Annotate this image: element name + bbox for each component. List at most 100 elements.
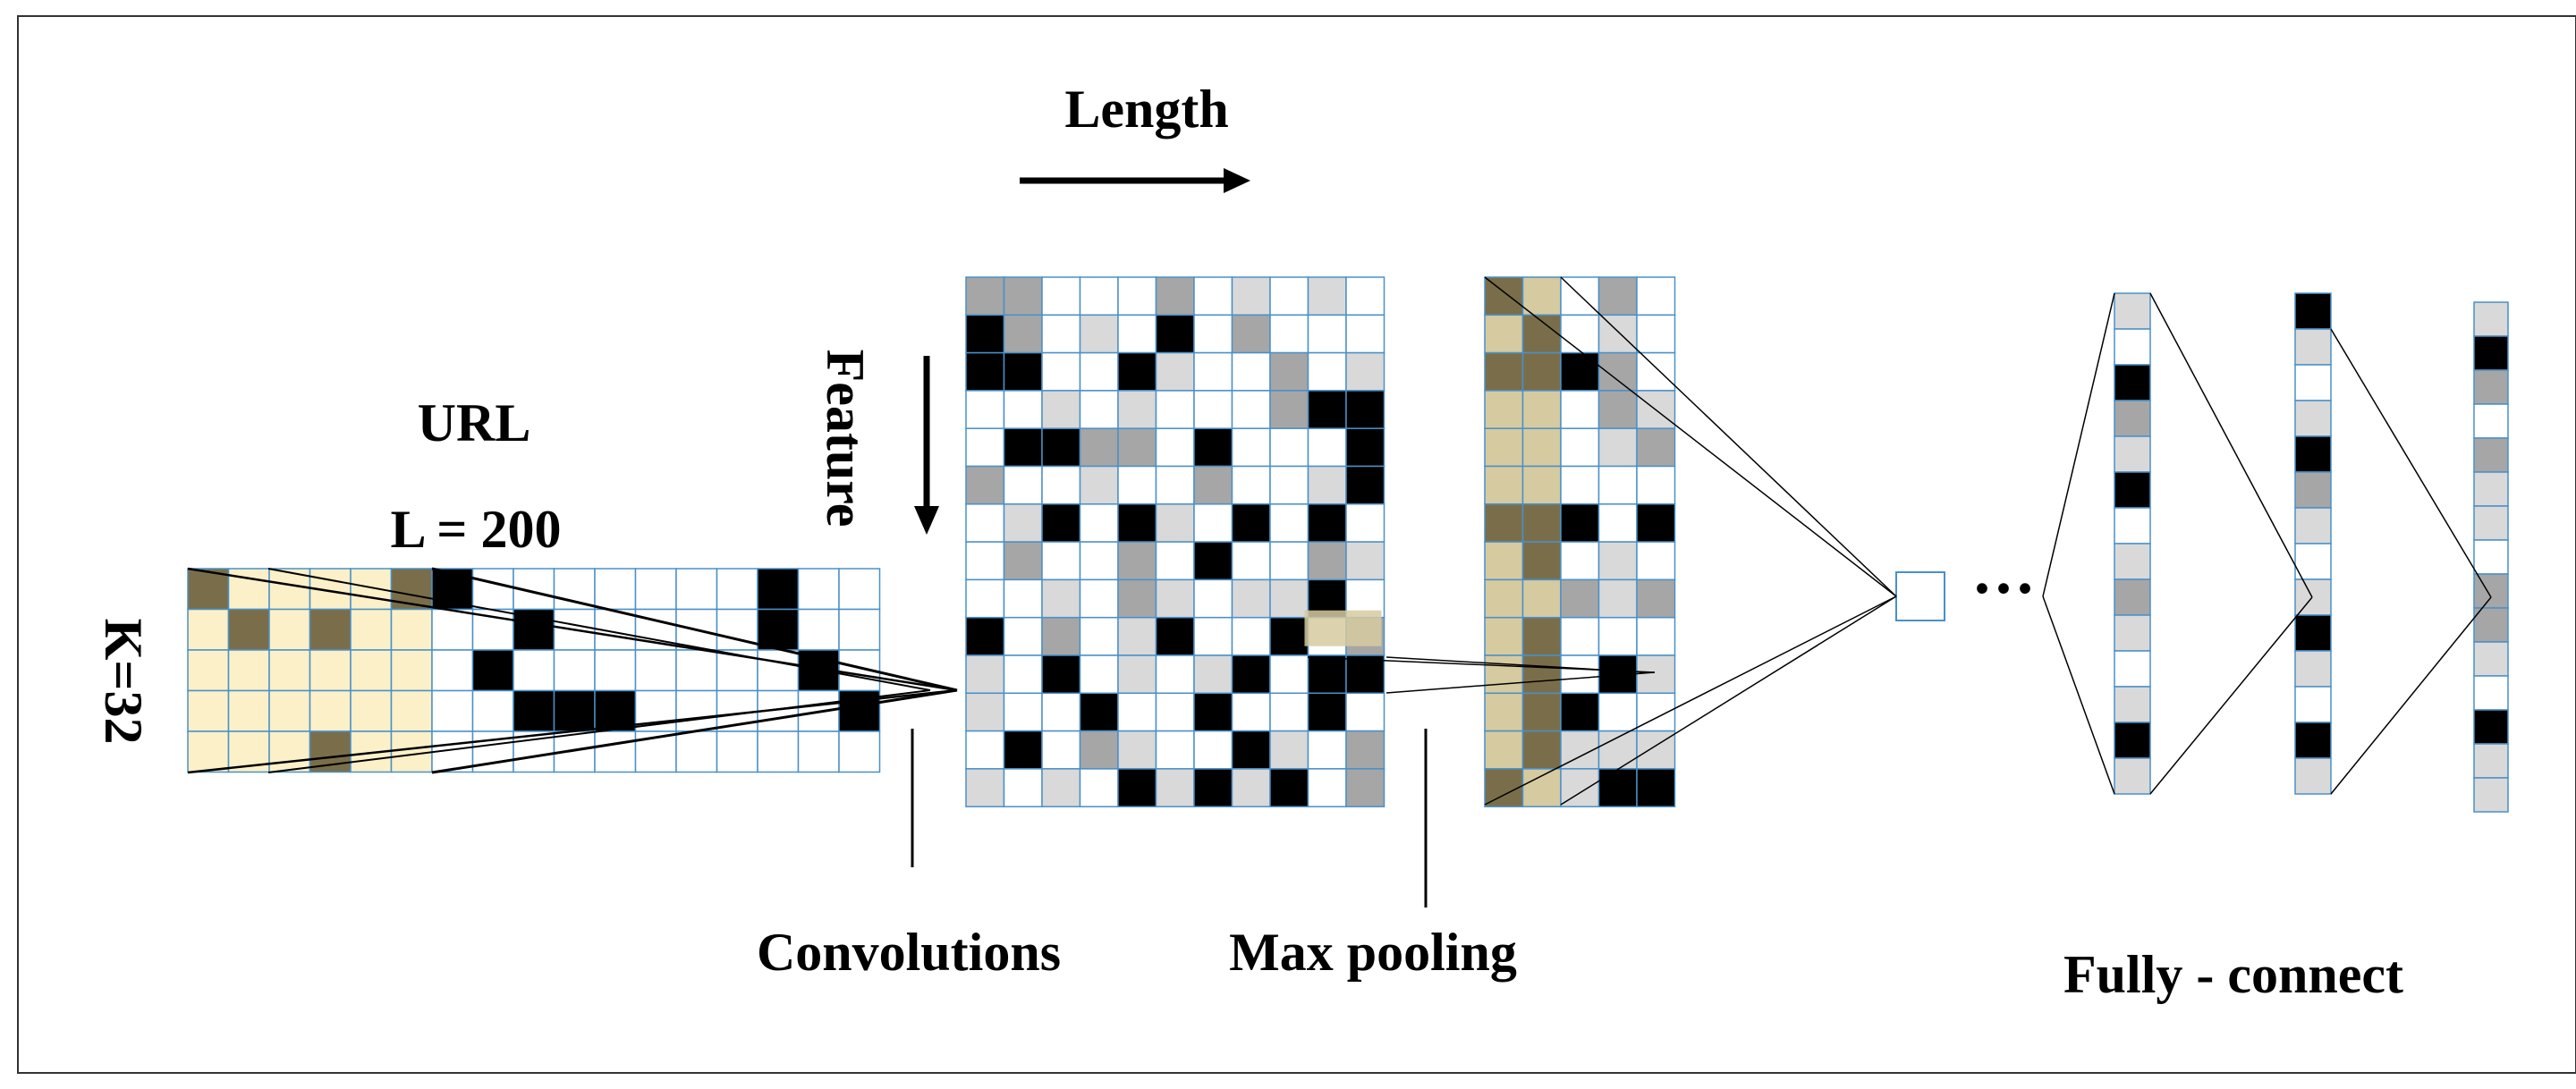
feature-map-cell xyxy=(1117,465,1157,505)
feature-map-cell xyxy=(1117,730,1157,770)
feature-map-cell xyxy=(1231,276,1271,317)
input-matrix-cell xyxy=(227,649,270,692)
pooled-map-cell xyxy=(1521,541,1562,581)
pooled-map-cell xyxy=(1636,730,1676,770)
pooled-map-cell xyxy=(1521,692,1562,732)
fc-cell xyxy=(2114,471,2151,509)
feature-map-cell xyxy=(1307,276,1347,317)
pooled-map-cell xyxy=(1636,276,1676,317)
feature-map-cell xyxy=(1193,692,1233,732)
pooled-map-cell xyxy=(1521,276,1562,317)
fc-cell xyxy=(2294,578,2332,616)
connection-lines xyxy=(187,276,2492,806)
connection-line xyxy=(431,688,958,774)
pooled-map-cell xyxy=(1521,465,1562,505)
feature-map-cell xyxy=(1041,465,1081,505)
fc-cell xyxy=(2114,686,2151,723)
fc-cell xyxy=(2294,364,2332,401)
input-matrix-cell xyxy=(553,568,596,611)
fc-cell xyxy=(2473,641,2509,677)
feature-map-cell xyxy=(1117,692,1157,732)
feature-map-cell xyxy=(1345,730,1385,770)
input-matrix-cell xyxy=(227,608,270,651)
feature-map-cell xyxy=(1193,578,1233,619)
input-matrix-cell xyxy=(675,649,718,692)
pooled-map-cell xyxy=(1484,692,1524,732)
feature-map-cell xyxy=(1307,541,1347,581)
pooled-map-cell xyxy=(1597,390,1638,429)
pooled-map-cell xyxy=(1521,351,1562,392)
k-label: K=32 xyxy=(94,619,153,745)
pooled-map-cell xyxy=(1636,314,1676,354)
feature-map-cell xyxy=(1079,390,1119,429)
feature-map-cell xyxy=(1079,692,1119,732)
input-matrix-cell xyxy=(757,730,800,773)
feature-label: Feature xyxy=(816,350,875,528)
feature-map-cell xyxy=(1231,541,1271,581)
feature-map-cell xyxy=(1041,390,1081,429)
pooled-map-cell xyxy=(1597,692,1638,732)
feature-map-cell xyxy=(1117,616,1157,656)
feature-map-cell xyxy=(1155,768,1195,807)
feature-map-cell xyxy=(1117,541,1157,581)
pooled-map-cell xyxy=(1636,578,1676,619)
feature-map-cell xyxy=(965,654,1005,695)
pooled-map-cell xyxy=(1521,578,1562,619)
feature-map-cell xyxy=(1193,390,1233,429)
input-matrix-cell xyxy=(594,649,637,692)
input-matrix-cell xyxy=(513,689,555,732)
fc-cell xyxy=(2294,722,2332,759)
pooled-map-cell xyxy=(1636,616,1676,656)
pooled-map-cell xyxy=(1597,314,1638,354)
input-matrix-cell xyxy=(268,649,311,692)
feature-map-cell xyxy=(965,390,1005,429)
pooled-map-cell xyxy=(1484,314,1524,354)
input-matrix-cell xyxy=(553,649,596,692)
feature-map-cell xyxy=(1231,427,1271,468)
pooled-map-cell xyxy=(1636,427,1676,468)
fc-cell xyxy=(2473,403,2509,439)
feature-map-cell xyxy=(1269,654,1309,695)
feature-map-cell xyxy=(1345,276,1385,317)
feature-map-cell xyxy=(1307,351,1347,392)
input-matrix-cell xyxy=(350,568,393,611)
input-matrix-cell xyxy=(187,649,230,692)
feature-map-cell xyxy=(1193,314,1233,354)
pooled-map-cell xyxy=(1597,503,1638,543)
feature-map-cell xyxy=(1231,730,1271,770)
max-pooling-label: Max pooling xyxy=(1229,923,1517,982)
fc-cell xyxy=(2114,328,2151,366)
feature-map-cell xyxy=(1345,654,1385,695)
feature-map-cell xyxy=(1193,541,1233,581)
feature-map-cell xyxy=(1231,578,1271,619)
input-matrix-cell xyxy=(634,649,677,692)
feature-map-cell xyxy=(1041,692,1081,732)
pooled-map-cell xyxy=(1597,465,1638,505)
input-matrix-cell xyxy=(227,568,270,611)
pooled-map-cell xyxy=(1636,465,1676,505)
feature-map-cell xyxy=(1041,314,1081,354)
feature-map-cell xyxy=(1003,276,1043,317)
connection-line xyxy=(2330,328,2492,598)
connection-line xyxy=(1560,276,1897,597)
feature-map-cell xyxy=(1003,503,1043,543)
feature-map-cell xyxy=(1003,427,1043,468)
feature-map-cell xyxy=(1117,654,1157,695)
pooled-map-cell xyxy=(1560,654,1600,695)
input-matrix-cell xyxy=(431,689,474,732)
feature-map-cell xyxy=(1117,314,1157,354)
feature-map-cell xyxy=(1269,730,1309,770)
pooled-map-cell xyxy=(1560,351,1600,392)
fc-cell xyxy=(2473,709,2509,745)
pooled-map-cell xyxy=(1484,351,1524,392)
feature-map-cell xyxy=(1117,578,1157,619)
pooled-map-cell xyxy=(1521,427,1562,468)
fc-cell xyxy=(2294,650,2332,688)
pooled-map-cell xyxy=(1636,351,1676,392)
input-matrix-cell xyxy=(757,568,800,611)
feature-map-cell xyxy=(1307,314,1347,354)
fc-cell xyxy=(2294,435,2332,473)
feature-map-cell xyxy=(1079,616,1119,656)
feature-map-cell xyxy=(1345,314,1385,354)
